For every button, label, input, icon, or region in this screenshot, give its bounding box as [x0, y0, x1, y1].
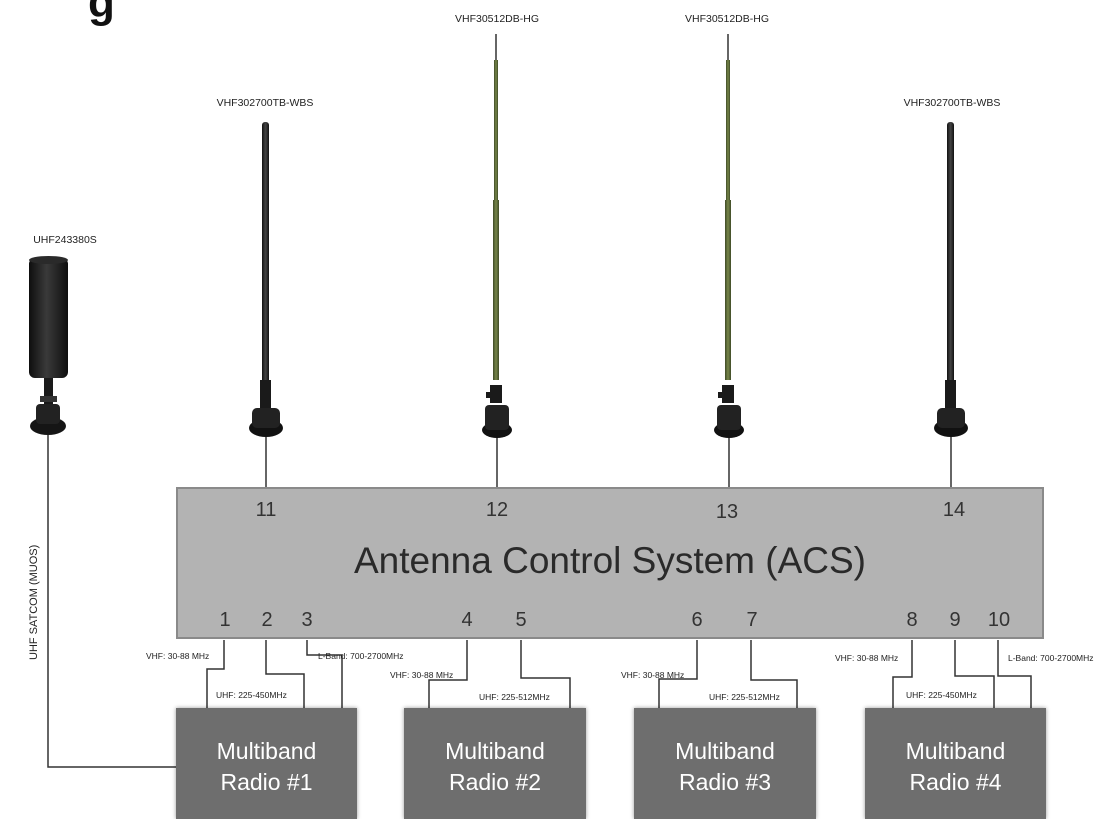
freq-label: VHF: 30-88 MHz: [835, 653, 899, 663]
cable-port-1: [206, 640, 225, 708]
port-label: 4: [461, 609, 473, 631]
cable-port-8: [892, 640, 913, 708]
freq-label: UHF: 225-512MHz: [479, 692, 550, 702]
antenna-label: VHF30512DB-HG: [454, 13, 540, 25]
antenna-uhf243380s: [29, 256, 68, 435]
freq-label: VHF: 30-88 MHz: [146, 651, 210, 661]
radio-2-box: Multiband Radio #2: [404, 708, 586, 819]
freq-label: VHF: 30-88 MHz: [390, 670, 454, 680]
radio-name: Multiband: [445, 738, 545, 764]
cable-port-3: [306, 640, 343, 708]
antenna-vhf302700tb-wbs-left: [249, 122, 283, 437]
cable-port-6: [658, 640, 698, 708]
port-label: 3: [301, 609, 313, 631]
radio-name: Multiband: [905, 738, 1006, 764]
radio-number: Radio #3: [678, 769, 772, 795]
radio-4-box: Multiband Radio #4: [865, 708, 1046, 819]
acs-title: Antenna Control System (ACS): [353, 540, 867, 581]
radio-number: Radio #4: [909, 769, 1002, 795]
port-label: 12: [485, 499, 509, 521]
heading-fragment: g: [88, 0, 115, 27]
freq-label: L-Band: 700-2700MHz: [318, 651, 404, 661]
antenna-cables: [47, 435, 952, 768]
radio-1-box: Multiband Radio #1: [176, 708, 357, 819]
radio-number: Radio #1: [220, 769, 313, 795]
cable-port-10: [997, 640, 1032, 708]
radio-3-box: Multiband Radio #3: [634, 708, 816, 819]
freq-label: UHF: 225-450MHz: [216, 690, 287, 700]
port-label: 8: [906, 609, 918, 631]
radio-name: Multiband: [675, 738, 775, 764]
antenna-vhf302700tb-wbs-right: [934, 122, 968, 437]
port-label: 11: [255, 499, 277, 521]
port-label: 1: [219, 609, 231, 631]
port-label: 5: [515, 609, 527, 631]
freq-label: L-Band: 700-2700MHz: [1008, 653, 1094, 663]
port-label: 13: [715, 501, 739, 523]
port-label: 6: [691, 609, 703, 631]
cable-port-4: [428, 640, 468, 708]
antenna-label: UHF243380S: [33, 234, 97, 246]
freq-label: UHF: 225-450MHz: [906, 690, 977, 700]
antenna-label: VHF302700TB-WBS: [216, 97, 314, 109]
antenna-vhf30512db-hg-2: [714, 34, 744, 438]
port-label: 9: [949, 609, 961, 631]
radio-number: Radio #2: [448, 769, 542, 795]
cable-port-5: [520, 640, 571, 708]
port-label: 2: [261, 609, 273, 631]
cable-port-2: [265, 640, 305, 708]
cable-port-9: [954, 640, 995, 708]
radio-name: Multiband: [216, 738, 317, 764]
satcom-label: UHF SATCOM (MUOS): [28, 544, 40, 660]
port-label: 14: [942, 499, 966, 521]
antenna-label: VHF30512DB-HG: [684, 13, 770, 25]
radio-cables: [206, 640, 1032, 708]
freq-label: VHF: 30-88 MHz: [621, 670, 685, 680]
cable-port-7: [750, 640, 798, 708]
cable-satcom: [47, 435, 176, 768]
acs-box: [176, 487, 1044, 639]
antenna-vhf30512db-hg-1: [482, 34, 512, 438]
port-label: 7: [746, 609, 758, 631]
antenna-label: VHF302700TB-WBS: [903, 97, 1001, 109]
port-label: 10: [987, 609, 1011, 631]
freq-label: UHF: 225-512MHz: [709, 692, 780, 702]
